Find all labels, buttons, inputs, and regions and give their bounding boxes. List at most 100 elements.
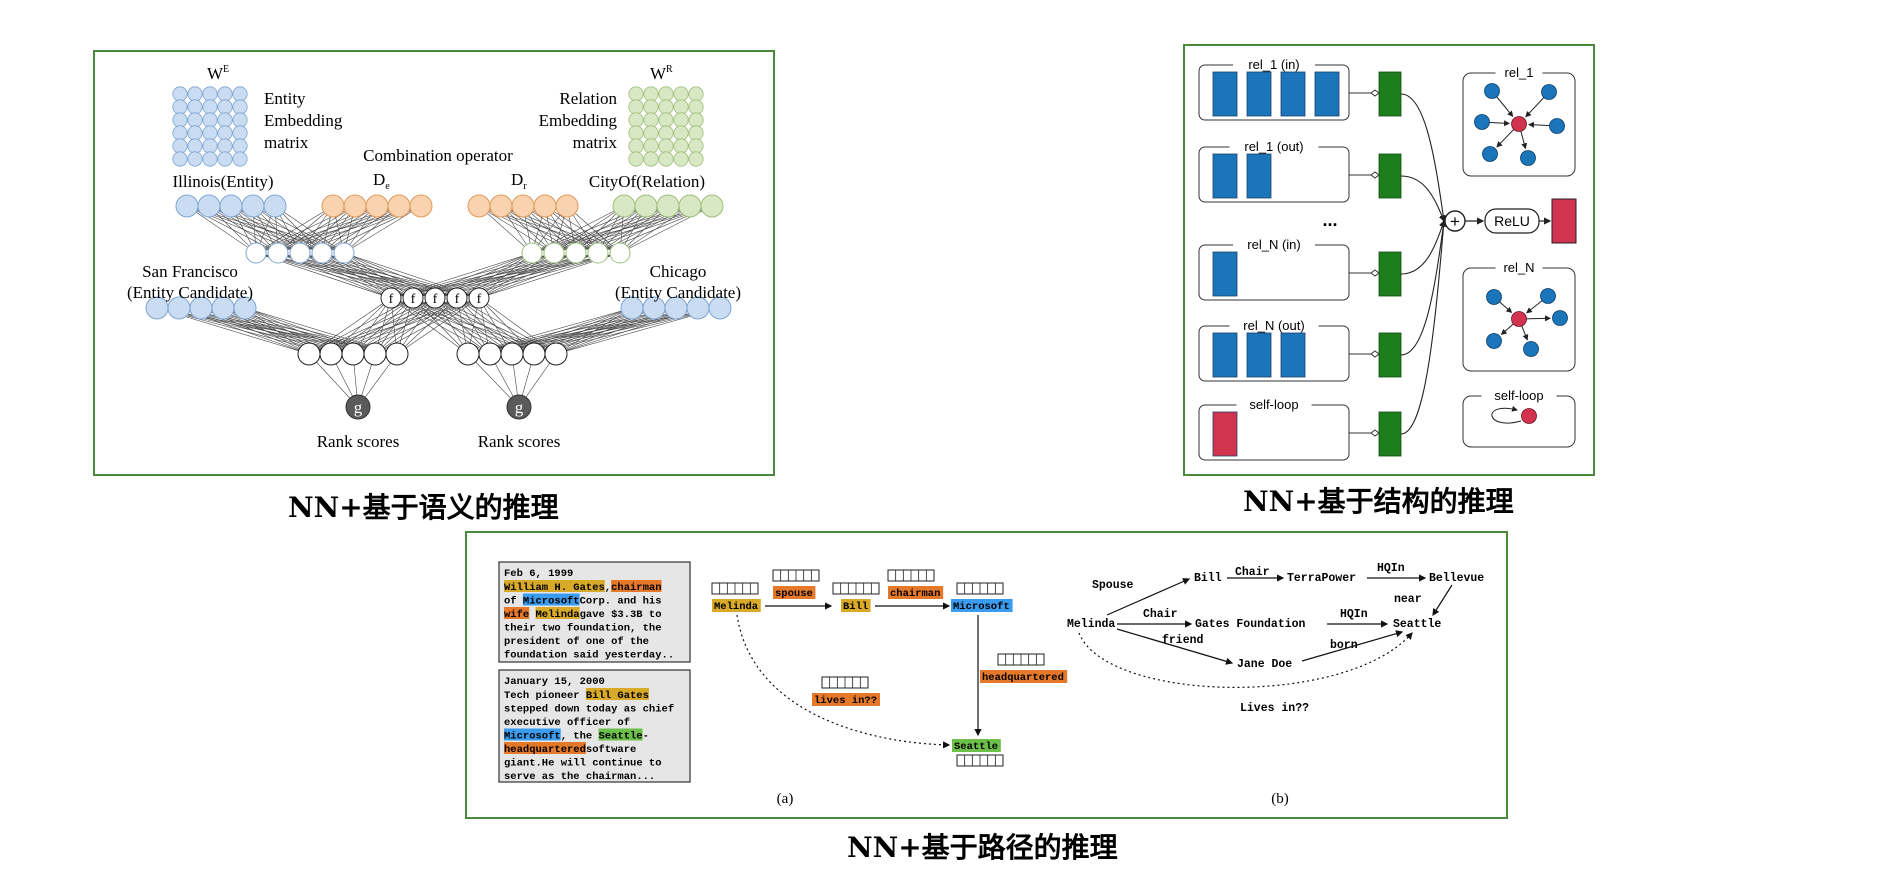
cityof-label: CityOf(Relation)	[589, 172, 705, 191]
self-loop-node	[1521, 408, 1537, 424]
node-melinda: Melinda	[714, 601, 759, 613]
score-hidden-right-node	[522, 342, 546, 366]
semantic-caption: NN+基于语义的推理	[288, 491, 559, 524]
aggregation-arrow	[1400, 219, 1446, 275]
rank-scores-left-label: Rank scores	[317, 432, 400, 451]
document-text-span: chairman	[611, 582, 661, 594]
hidden-entity-node	[311, 242, 333, 264]
cityof-node	[634, 194, 658, 218]
relation-matrix-cell	[688, 112, 704, 128]
entity-matrix-cell	[232, 138, 248, 154]
node-seattle-b: Seattle	[1393, 618, 1441, 631]
relation-matrix-cell	[628, 125, 644, 141]
relation-matrix-cell	[643, 125, 659, 141]
relation-matrix-cell	[643, 99, 659, 115]
neighbor-node	[1549, 118, 1565, 134]
connection-line	[533, 307, 721, 355]
entity-matrix-cell	[202, 86, 218, 102]
edge-label-near: near	[1394, 593, 1422, 606]
entity-highlight	[611, 580, 662, 592]
graph-title-bg	[1481, 389, 1557, 403]
message-vector	[1212, 251, 1238, 297]
connection-line	[511, 307, 721, 355]
entity-matrix-cell	[187, 125, 203, 141]
entity-matrix-cell	[232, 99, 248, 115]
document-text-span: headquartered	[504, 744, 586, 756]
dr-node	[467, 194, 491, 218]
edge-label-chair-2: Chair	[1143, 608, 1178, 621]
relation-matrix-cell	[628, 112, 644, 128]
aggregation-arrow	[1400, 175, 1446, 223]
diamond-connector	[1370, 171, 1380, 179]
relation-matrix-cell	[658, 125, 674, 141]
message-vector	[1212, 153, 1238, 199]
g-node	[506, 394, 532, 420]
relation-matrix-cell	[628, 151, 644, 167]
message-vector	[1280, 332, 1306, 378]
entity-matrix-cell	[172, 151, 188, 167]
we-label: WE	[207, 64, 229, 83]
f-node	[468, 287, 490, 309]
neighbor-node	[1482, 146, 1498, 162]
document-text-span: stepped down today as chief	[504, 704, 674, 716]
hidden-relation-node	[543, 242, 565, 264]
message-vector	[1280, 71, 1306, 117]
hidden-entity-node	[245, 242, 267, 264]
path-graph-a: MelindaspouseBillchairmanMicrosoftheadqu…	[711, 569, 1068, 767]
entity-matrix-cell	[217, 138, 233, 154]
f-label: f	[411, 292, 416, 307]
illinois-node	[241, 194, 265, 218]
hidden-relation-node	[587, 242, 609, 264]
illinois-node	[197, 194, 221, 218]
document-text-span: wife	[504, 609, 529, 621]
de-node	[387, 194, 411, 218]
connection-line	[343, 252, 414, 299]
f-node	[424, 287, 446, 309]
entity-highlight	[504, 580, 605, 592]
document-text-span: giant.He will continue to	[504, 758, 662, 770]
entity-highlight	[598, 728, 643, 741]
relation-matrix-line-2: Embedding	[539, 111, 618, 130]
entity-matrix-cell	[202, 151, 218, 167]
graph-title: self-loop	[1494, 388, 1543, 403]
f-label: f	[433, 292, 438, 307]
relation-matrix-cell	[673, 86, 689, 102]
connection-line	[467, 307, 677, 355]
entity-matrix-cell	[187, 86, 203, 102]
san-francisco-node	[233, 296, 257, 320]
entity-matrix-cell	[232, 112, 248, 128]
label-a: (a)	[777, 791, 794, 807]
center-node	[1511, 311, 1527, 327]
entity-matrix-cell	[172, 138, 188, 154]
connection-line	[390, 252, 577, 299]
relation-headquartered-bg	[980, 670, 1068, 683]
message-vector	[1212, 332, 1238, 378]
graph-title: rel_1	[1505, 65, 1534, 80]
wr-label: WR	[650, 64, 673, 83]
edge-label-chair-1: Chair	[1235, 566, 1270, 579]
relation-matrix-cell	[658, 138, 674, 154]
connection-line	[308, 297, 392, 355]
entity-matrix-line-1: Entity	[264, 89, 306, 108]
entity-matrix-cell	[217, 151, 233, 167]
document-text-span: Corp. and his	[580, 596, 662, 608]
relation-groups: rel_1 (in)rel_1 (out)rel_N (in)rel_N (ou…	[1198, 57, 1447, 461]
edge-melinda-seattle-query	[736, 614, 951, 749]
document-text-span: ,	[605, 582, 611, 594]
self-loop-edge	[1491, 405, 1522, 424]
relation-group-title-bg	[1233, 238, 1315, 252]
document-text-span: of	[504, 596, 517, 608]
entity-highlight	[535, 607, 580, 619]
connection-line	[343, 205, 422, 254]
graph-title-bg	[1495, 261, 1543, 275]
de-node	[343, 194, 367, 218]
connection-line	[467, 307, 655, 355]
node-melinda-bg	[712, 599, 761, 612]
document-text-span: William H. Gates	[504, 582, 605, 594]
entity-highlight	[504, 742, 586, 754]
edge-label-hqin-2: HQIn	[1340, 608, 1368, 621]
relu-label: ReLU	[1494, 213, 1530, 229]
